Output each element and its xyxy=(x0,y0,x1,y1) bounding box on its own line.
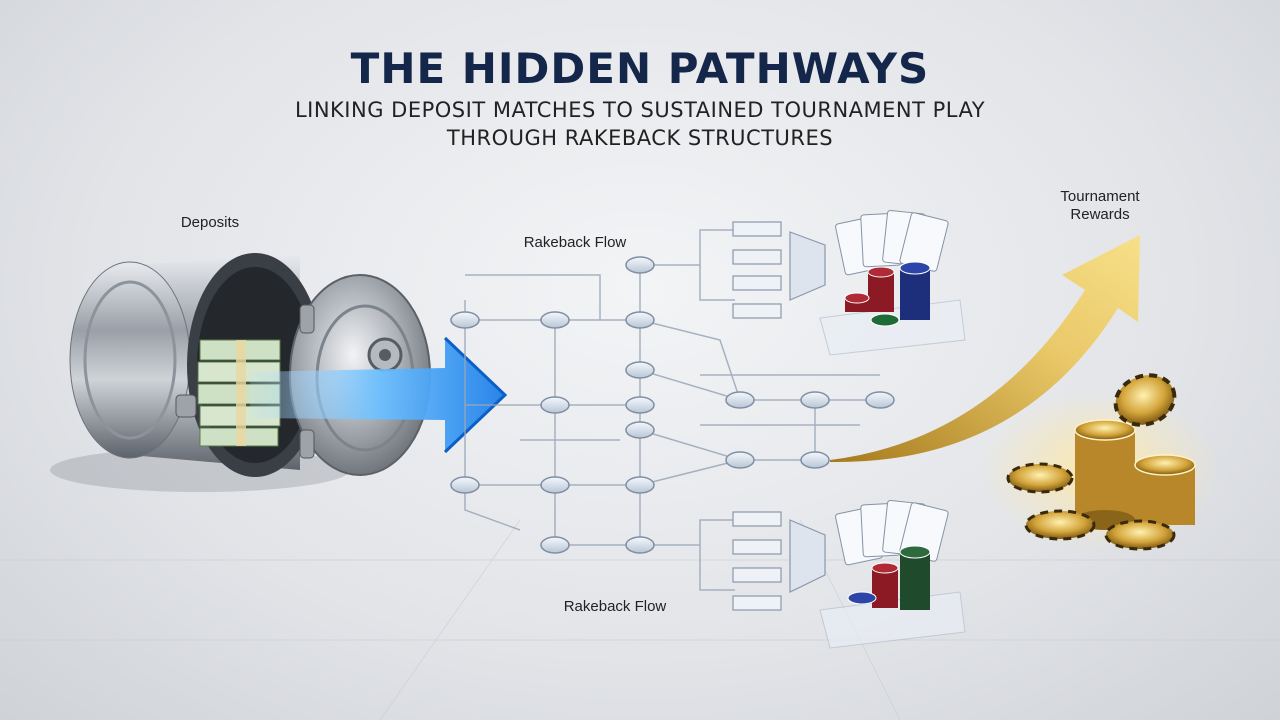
subtitle-line-2: THROUGH RAKEBACK STRUCTURES xyxy=(446,126,834,150)
vault-icon xyxy=(50,253,431,492)
tournament-rewards-label: Tournament Rewards xyxy=(1040,188,1160,224)
rakeback-flow-label-bottom: Rakeback Flow xyxy=(563,598,667,615)
chip-stack-icon xyxy=(844,261,931,327)
deposits-label: Deposits xyxy=(180,214,240,231)
reward-growth-arrow xyxy=(830,235,1140,463)
subtitle-line-1: LINKING DEPOSIT MATCHES TO SUSTAINED TOU… xyxy=(294,98,986,122)
card-fan-icon-bottom xyxy=(819,499,966,649)
network-nodes xyxy=(450,256,895,554)
page-title: THE HIDDEN PATHWAYS xyxy=(350,44,930,93)
gold-coin-icon xyxy=(980,373,1220,551)
rakeback-flow-label-top: Rakeback Flow xyxy=(523,234,627,251)
chip-stack-icon-bottom xyxy=(847,545,931,610)
cash-stack-icon xyxy=(197,339,281,447)
rewards-line-1: Tournament xyxy=(1060,188,1140,205)
rewards-line-2: Rewards xyxy=(1070,206,1130,223)
rakeback-blocks xyxy=(732,221,826,611)
